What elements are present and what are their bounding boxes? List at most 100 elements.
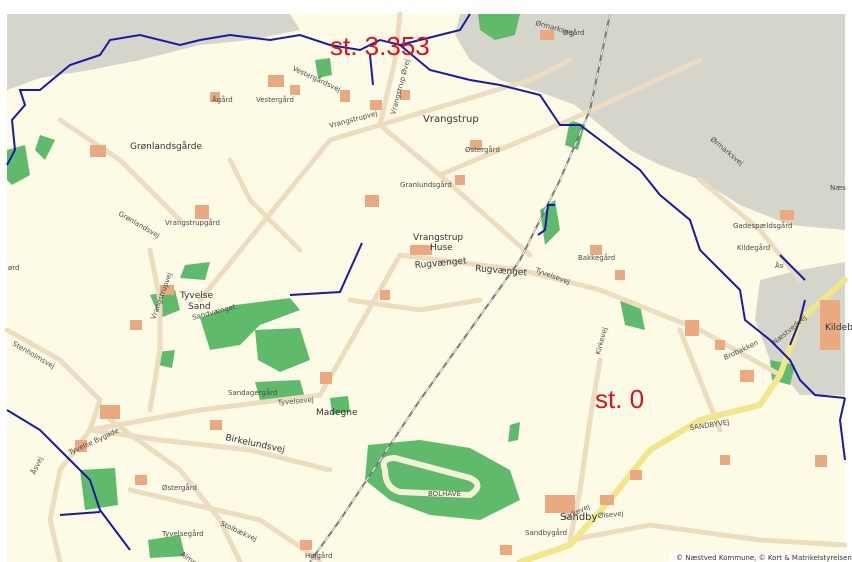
building bbox=[615, 270, 625, 280]
ditch bbox=[537, 204, 555, 236]
forest bbox=[330, 396, 350, 414]
ditch bbox=[369, 54, 374, 86]
farm-label: Sandbygård bbox=[525, 528, 567, 537]
place-label: BOLHAVE bbox=[428, 490, 461, 498]
building bbox=[210, 420, 222, 430]
road-label: Ølsevej bbox=[597, 510, 623, 520]
forest bbox=[200, 298, 300, 350]
railway bbox=[309, 13, 611, 562]
building bbox=[590, 245, 602, 255]
building bbox=[100, 405, 120, 419]
road bbox=[567, 357, 603, 543]
river-north bbox=[6, 13, 471, 166]
ditch bbox=[779, 254, 806, 281]
farm-label: Ågård bbox=[212, 95, 233, 104]
farm-label: Ås bbox=[775, 261, 784, 270]
forest bbox=[148, 535, 185, 558]
building bbox=[195, 205, 209, 219]
road bbox=[697, 177, 803, 283]
building bbox=[320, 372, 332, 384]
place-label: Vrangstrup bbox=[423, 114, 479, 125]
building bbox=[90, 145, 106, 157]
forest bbox=[35, 135, 55, 160]
building bbox=[340, 90, 350, 102]
building bbox=[160, 285, 174, 295]
building bbox=[365, 195, 379, 207]
ditch bbox=[6, 409, 131, 551]
building bbox=[380, 290, 390, 300]
building bbox=[75, 440, 87, 452]
building bbox=[210, 92, 220, 102]
building bbox=[470, 140, 482, 150]
farm-label: Vrangstrupgård bbox=[165, 218, 220, 227]
forest bbox=[180, 262, 210, 280]
place-label: Huse bbox=[430, 243, 453, 253]
building bbox=[545, 495, 575, 513]
farm-label: Tyvelsegård bbox=[161, 529, 204, 538]
place-label: Madegne bbox=[316, 408, 358, 418]
farm-label: Østergård bbox=[465, 145, 500, 154]
building bbox=[268, 75, 284, 87]
building bbox=[715, 340, 725, 350]
building bbox=[290, 85, 300, 95]
building bbox=[780, 210, 794, 220]
farm-label: Gadespældsgård bbox=[733, 221, 792, 230]
road-label: Rugvænget bbox=[414, 256, 467, 271]
river-east bbox=[399, 44, 846, 399]
farm-label: Granlundsgård bbox=[400, 180, 452, 189]
ditch bbox=[289, 242, 363, 296]
building bbox=[500, 545, 512, 555]
copyright-text: © Næstved Kommune, © Kort & Matrikelstyr… bbox=[676, 554, 852, 562]
ditch bbox=[59, 511, 101, 516]
forest bbox=[315, 58, 332, 78]
forest bbox=[508, 422, 520, 442]
forest bbox=[565, 120, 585, 150]
forest bbox=[255, 380, 305, 400]
building bbox=[300, 540, 312, 550]
place-label: Vrangstrup bbox=[413, 233, 463, 243]
forest bbox=[255, 328, 310, 372]
building bbox=[815, 455, 827, 467]
road bbox=[227, 157, 303, 253]
railway-dashes bbox=[309, 13, 611, 562]
road-label: Tyvelsevej bbox=[276, 396, 314, 407]
ditch bbox=[789, 299, 806, 346]
farm-label: Højgård bbox=[305, 551, 332, 560]
track-loop bbox=[380, 454, 481, 499]
building bbox=[370, 100, 382, 110]
river-east-lower bbox=[838, 397, 846, 461]
road bbox=[107, 417, 243, 562]
buildings bbox=[75, 30, 840, 555]
road bbox=[4, 327, 103, 433]
building bbox=[600, 495, 614, 505]
farm-label: Sandagergård bbox=[228, 388, 277, 397]
forests bbox=[7, 14, 795, 558]
roads bbox=[4, 11, 848, 562]
building bbox=[720, 455, 730, 465]
building bbox=[820, 300, 840, 350]
road bbox=[377, 57, 573, 128]
road bbox=[57, 117, 183, 223]
station-label-top: st. 3.353 bbox=[330, 31, 430, 61]
place-label: Tyvelse bbox=[179, 291, 213, 301]
building bbox=[130, 320, 142, 330]
road bbox=[377, 11, 403, 128]
road bbox=[677, 327, 723, 433]
road bbox=[347, 297, 483, 313]
road-label: Almevej bbox=[179, 550, 207, 562]
copyright-box bbox=[670, 553, 845, 562]
building bbox=[410, 245, 432, 255]
farm-label: Østergård bbox=[162, 483, 197, 492]
road-label: Rugvænget bbox=[475, 264, 528, 279]
urban-area-northwest bbox=[7, 14, 300, 90]
building bbox=[455, 175, 465, 185]
station-label-bottom: st. 0 bbox=[595, 384, 644, 414]
road bbox=[397, 252, 783, 378]
road bbox=[437, 57, 703, 178]
place-label: Sandby bbox=[560, 512, 598, 523]
farm-label: Vestergård bbox=[256, 95, 294, 104]
place-label: Sand bbox=[188, 302, 211, 312]
road bbox=[567, 522, 848, 548]
building bbox=[400, 90, 410, 100]
